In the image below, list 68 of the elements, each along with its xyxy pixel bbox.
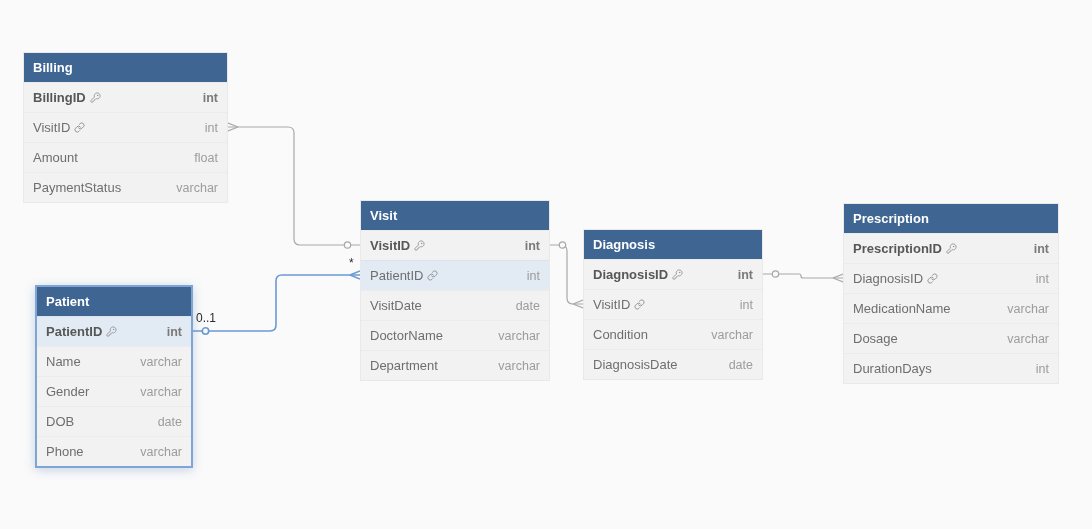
relationship-line	[762, 270, 844, 283]
column-type: varchar	[1007, 301, 1049, 316]
table-card	[23, 52, 228, 203]
column-name: BillingID	[33, 90, 86, 105]
table-header: Patient	[37, 287, 191, 316]
column-name: Condition	[593, 327, 648, 342]
column-type: int	[202, 90, 218, 105]
column-name: Department	[370, 358, 438, 373]
column-name: DiagnosisID	[593, 267, 669, 282]
column-name: PaymentStatus	[33, 180, 122, 195]
column-type: int	[737, 267, 753, 282]
table-row	[361, 260, 549, 290]
column-name: Phone	[46, 444, 84, 459]
column-type: varchar	[498, 328, 540, 343]
table-header: Diagnosis	[584, 230, 762, 259]
table-card	[583, 229, 763, 380]
column-name: PatientID	[46, 324, 103, 339]
table-header: Visit	[361, 201, 549, 230]
column-name: DiagnosisID	[853, 271, 924, 286]
relationship-line	[227, 122, 361, 249]
table-row	[37, 406, 191, 436]
column-name: DoctorName	[370, 328, 443, 343]
column-type: int	[526, 268, 540, 283]
table-row	[37, 316, 191, 346]
column-type: varchar	[140, 354, 182, 369]
column-name: VisitID	[370, 238, 411, 253]
column-name: VisitID	[33, 120, 71, 135]
column-type: int	[166, 324, 182, 339]
table-header: Prescription	[844, 204, 1058, 233]
column-type: int	[1033, 241, 1049, 256]
table-row	[37, 346, 191, 376]
column-type: int	[524, 238, 540, 253]
column-type: date	[728, 357, 753, 372]
column-type: int	[739, 297, 753, 312]
column-type: int	[1035, 271, 1049, 286]
table-card	[35, 285, 193, 468]
column-name: Name	[46, 354, 81, 369]
column-name: PrescriptionID	[853, 241, 942, 256]
column-type: varchar	[711, 327, 753, 342]
column-type: varchar	[140, 444, 182, 459]
column-type: int	[1035, 361, 1049, 376]
column-name: PatientID	[370, 268, 424, 283]
column-name: VisitID	[593, 297, 631, 312]
column-name: Dosage	[853, 331, 898, 346]
table-card	[360, 200, 550, 381]
table-header: Billing	[24, 53, 227, 82]
column-name: MedicationName	[853, 301, 951, 316]
column-type: date	[515, 298, 540, 313]
column-type: date	[157, 414, 182, 429]
column-type: float	[194, 150, 218, 165]
column-name: Amount	[33, 150, 78, 165]
table-row	[37, 376, 191, 406]
column-name: DOB	[46, 414, 75, 429]
column-name: VisitDate	[370, 298, 422, 313]
relationship-line	[549, 241, 584, 309]
column-name: DurationDays	[853, 361, 932, 376]
table-card	[843, 203, 1059, 384]
relationship-line	[192, 270, 361, 335]
column-name: Gender	[46, 384, 90, 399]
column-type: varchar	[498, 358, 540, 373]
column-type: varchar	[176, 180, 218, 195]
cardinality-label: *	[349, 257, 354, 270]
column-type: int	[204, 120, 218, 135]
column-type: varchar	[1007, 331, 1049, 346]
table-row	[37, 436, 191, 466]
column-name: DiagnosisDate	[593, 357, 678, 372]
cardinality-label: 0..1	[196, 312, 216, 325]
column-type: varchar	[140, 384, 182, 399]
